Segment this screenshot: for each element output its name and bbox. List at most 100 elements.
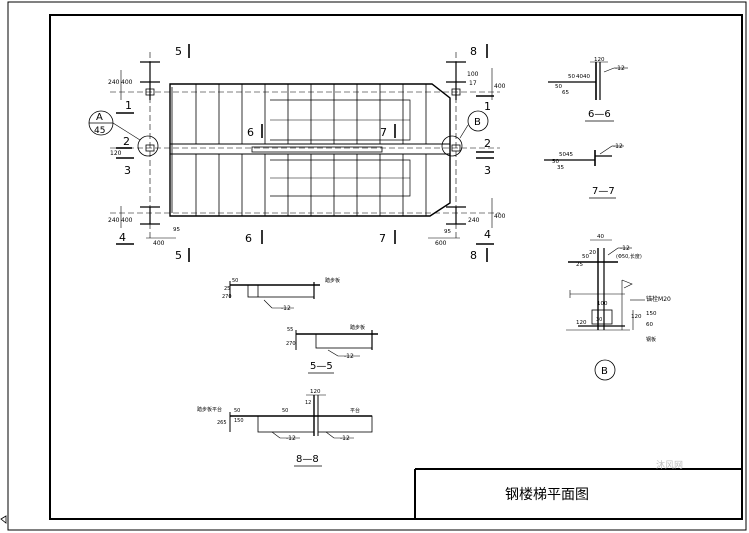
s88-bar-left: -12 [286, 435, 296, 442]
detb-weld-size: M20 [658, 296, 671, 303]
cut-5-bottom: 5 [175, 249, 182, 262]
treads-lower [195, 154, 427, 216]
column-top-left [140, 61, 160, 100]
watermark: 沐风网 [656, 459, 683, 471]
cut-8-top: 8 [470, 45, 477, 58]
su-dim-c: 270 [222, 294, 232, 300]
s88-label: 8—8 [296, 454, 319, 465]
section-5-5: 55 270 踏步板 -12 5—5 [286, 324, 378, 374]
detb-dim-d3: 25 [576, 262, 583, 268]
callout-circle-a-target [137, 135, 159, 157]
cut-5-top: 5 [175, 45, 182, 58]
s66-dim-d4: 50 [555, 84, 562, 90]
detb-dim-d1: 50 [582, 254, 589, 260]
cut-7-upper: 7 [380, 126, 387, 139]
s66-dim-d2: 40 [576, 74, 583, 80]
su-dim-b: 25 [224, 286, 230, 292]
dim-bottom-left-small: 95 [173, 227, 180, 233]
dim-left-top-b: 400 [121, 79, 133, 86]
detb-dim-d5: 120 [576, 320, 587, 326]
cut-1-left: 1 [125, 99, 132, 112]
dim-left-mid: 120 [110, 150, 122, 157]
cut-3-right: 3 [484, 164, 491, 177]
detb-bar: -12 [620, 245, 630, 252]
dim-right-top-a: 100 [467, 71, 479, 78]
s88-bar-right: -12 [340, 435, 350, 442]
callout-b-letter: B [474, 117, 481, 128]
dim-bottom-left: 400 [153, 240, 165, 247]
s66-dim-d3: 40 [583, 74, 590, 80]
dim-left-top-a: 240 [108, 79, 120, 86]
s88-note-left: 踏步板平台 [197, 406, 222, 413]
dim-bottom-right-small: 95 [444, 229, 451, 235]
s77-label: 7—7 [592, 186, 615, 197]
s88-dim-b: 50 [282, 408, 288, 414]
s55-bar: -12 [344, 353, 354, 360]
s55-note: 踏步板 [350, 324, 365, 331]
s55-dim-a: 55 [287, 327, 293, 333]
cut-1-right: 1 [484, 100, 491, 113]
dim-bottom-right: 600 [435, 240, 447, 247]
section-6-6: 120 50 40 40 50 65 -12 6—6 [548, 57, 628, 122]
s77-dim-d4: 35 [557, 165, 564, 171]
detb-note: 钢板 [646, 336, 656, 343]
s88-note-mid: 平台 [350, 407, 360, 414]
corner-mark [0, 515, 7, 524]
dim-right-bot-b: 240 [468, 217, 480, 224]
cut-8-bottom: 8 [470, 249, 477, 262]
s88-dim-d1: 12 [305, 400, 311, 406]
s88-dim-d: 150 [234, 418, 244, 424]
cut-6-lower: 6 [245, 232, 252, 245]
s88-dim-c: 265 [217, 420, 227, 426]
cut-4-right: 4 [484, 228, 491, 241]
su-bar: -12 [281, 305, 291, 312]
stair-plan: A 45 B 5 8 5 8 1 2 3 4 1 2 3 4 6 7 6 [88, 44, 506, 262]
detb-dim-d9: 60 [646, 322, 653, 328]
s55-dim-b: 270 [286, 341, 296, 347]
cut-2-right: 2 [484, 137, 491, 150]
sheet-outer-border [7, 1, 747, 531]
cut-3-left: 3 [124, 164, 131, 177]
dim-right-bot-a: 400 [494, 213, 506, 220]
s66-label: 6—6 [588, 109, 611, 120]
section-7-7: 50 45 50 35 -12 7—7 [544, 143, 624, 199]
landing-inner [251, 146, 383, 153]
s88-dim-a: 50 [234, 408, 240, 414]
detb-dim-d6: 120 [631, 314, 642, 320]
s66-dim-top: 120 [594, 57, 605, 63]
detb-dim-d7: 150 [646, 311, 657, 317]
cut-4-left: 4 [119, 231, 126, 244]
callout-a-sub: 45 [94, 126, 105, 136]
s66-bar: -12 [615, 65, 625, 72]
dim-right-top-c: 400 [494, 83, 506, 90]
detb-dim-d4: 100 [597, 301, 608, 307]
dim-right-top-b: 17 [469, 80, 477, 87]
s77-bar: -12 [613, 143, 623, 150]
s88-dim-top: 120 [310, 389, 321, 395]
su-dim-a: 50 [232, 278, 238, 284]
section-8-8: 120 12 50 50 265 150 踏步板平台 平台 -12 -12 8—… [197, 389, 373, 467]
column-bottom-left [140, 206, 160, 225]
dim-left-bot-a: 240 [108, 217, 120, 224]
column-bottom-right [446, 206, 466, 225]
detb-dim-d2: 20 [589, 250, 596, 256]
dim-left-bot-b: 400 [121, 217, 133, 224]
callout-a-letter: A [96, 112, 103, 123]
column-top-right [446, 61, 466, 100]
s77-dim-d3: 50 [552, 159, 559, 165]
callout-circle-b-target [441, 135, 463, 157]
s66-dim-d5: 65 [562, 90, 569, 96]
su-note: 踏步板 [325, 277, 340, 284]
treads-upper [195, 84, 427, 144]
detb-bar-note: (Φ50,长度) [616, 253, 642, 260]
section-upper: 50 25 270 踏步板 -12 [222, 277, 340, 312]
detb-callout [594, 359, 616, 381]
detail-b: 40 50 20 25 -12 (Φ50,长度) 100 120 30 锚栓M2… [566, 234, 671, 381]
s66-dim-d1: 50 [568, 74, 575, 80]
sheet-inner-border [49, 14, 743, 520]
detb-dim-top: 40 [597, 234, 604, 240]
s55-label: 5—5 [310, 361, 333, 372]
s77-dim-d1: 50 [559, 152, 566, 158]
landing-beam [169, 143, 451, 155]
